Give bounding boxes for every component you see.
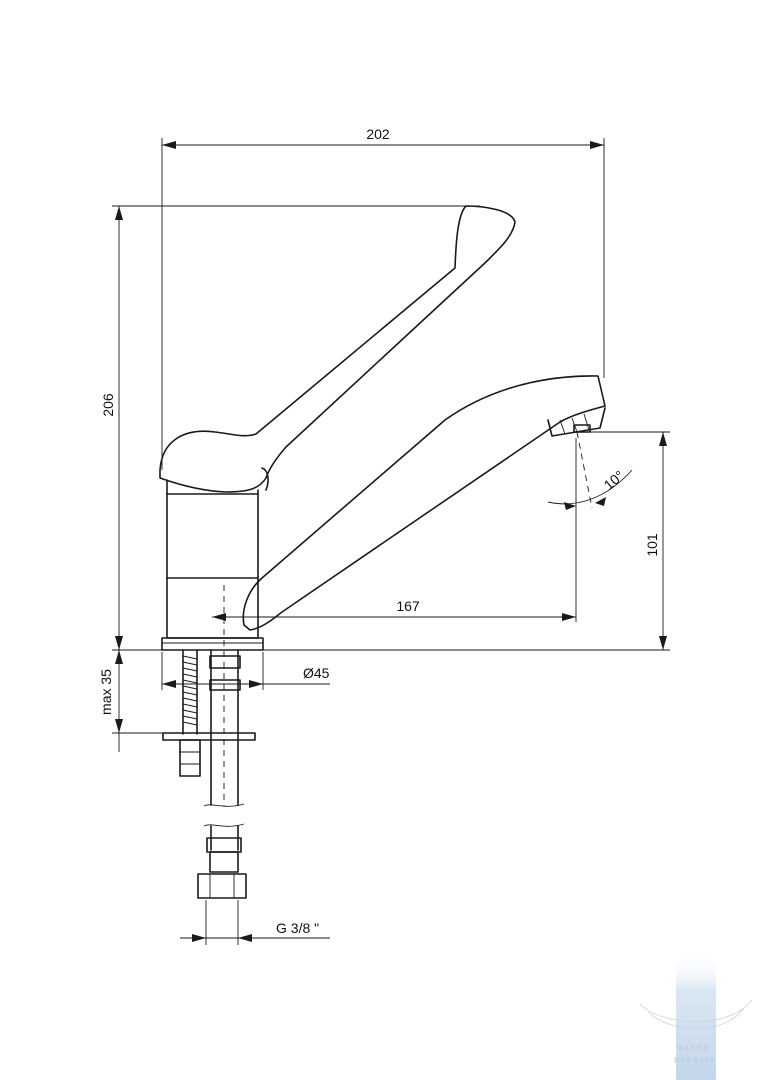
- faucet-outline: [159, 205, 606, 651]
- lever-handle: [159, 205, 516, 493]
- mounting-plate: [162, 732, 256, 741]
- stud-nut: [179, 739, 201, 777]
- dim-label-height: 206: [100, 393, 116, 417]
- dim-label-base-diameter: Ø45: [303, 665, 330, 681]
- body-column: [166, 479, 259, 639]
- supply-hose-upper: [210, 649, 239, 806]
- watermark-logo: vannu pasaule: [639, 952, 753, 1080]
- dimension-lines: [112, 138, 670, 945]
- dim-label-spout-height: 101: [644, 533, 660, 557]
- dim-label-mount-thickness: max 35: [98, 669, 114, 715]
- connection-nut: [197, 873, 247, 899]
- mounting-hardware: [162, 585, 256, 899]
- watermark-text-2: pasaule: [674, 1055, 716, 1064]
- lever-pivot: [261, 467, 269, 491]
- base-ring: [161, 637, 264, 651]
- watermark-text-1: vannu: [678, 1043, 710, 1052]
- dim-label-spout-reach: 167: [396, 598, 420, 614]
- dim-label-thread: G 3/8 ": [276, 920, 319, 936]
- dim-label-width: 202: [366, 126, 390, 142]
- stud-threads: [182, 655, 198, 726]
- spout-axis: [576, 431, 593, 509]
- dim-label-angle: 10°: [601, 467, 628, 493]
